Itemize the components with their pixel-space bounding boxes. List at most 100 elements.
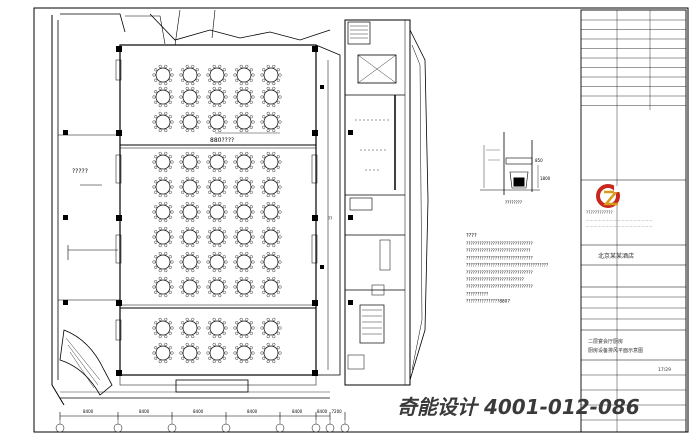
round-table xyxy=(152,276,174,298)
round-table xyxy=(179,86,201,108)
structural-columns xyxy=(63,46,353,376)
round-table xyxy=(206,201,228,223)
round-table xyxy=(179,342,201,364)
axis-bubble xyxy=(275,423,285,433)
company-name: ???????????? xyxy=(586,210,613,215)
round-table xyxy=(179,111,201,133)
round-table xyxy=(233,86,255,108)
round-table xyxy=(206,151,228,173)
round-table xyxy=(152,251,174,273)
axis-bubble xyxy=(325,423,335,433)
round-table xyxy=(206,317,228,339)
round-table xyxy=(152,342,174,364)
svg-text:— — — — — — — — — — — — — — —: — — — — — — — — — — — — — — — — — xyxy=(586,218,652,222)
detail-label: ???????? xyxy=(505,200,522,205)
axis-bubble xyxy=(113,423,123,433)
round-table xyxy=(152,317,174,339)
dimension-value: 8400 xyxy=(317,409,328,414)
round-table xyxy=(206,64,228,86)
round-table xyxy=(206,176,228,198)
round-table xyxy=(233,151,255,173)
svg-text:— — — — — — — — — — — — — — —: — — — — — — — — — — — — — — — — — xyxy=(586,224,652,228)
round-table xyxy=(179,276,201,298)
title-block xyxy=(580,9,687,433)
round-table xyxy=(152,111,174,133)
hall-dimension-label: 880???? xyxy=(210,137,234,144)
round-table xyxy=(260,276,282,298)
note-line: ?????????? xyxy=(466,291,488,296)
round-table xyxy=(233,342,255,364)
round-table xyxy=(233,176,255,198)
dimension-value: 8400 xyxy=(247,409,258,414)
drawing-title-2: 厨房设备排风平面示意图 xyxy=(588,347,643,354)
round-table xyxy=(233,276,255,298)
note-line: ?????????????????????????????? xyxy=(466,284,533,289)
detail-dim-a: 850 xyxy=(535,158,543,163)
axis-bubble xyxy=(221,423,231,433)
axis-bubble xyxy=(340,423,350,433)
watermark: 奇能设计 4001-012-086 xyxy=(397,395,640,419)
round-table xyxy=(179,201,201,223)
notes-block: ???? ???????????????????????????????????… xyxy=(466,233,548,304)
round-table xyxy=(260,317,282,339)
note-line: ????????????????????????????? xyxy=(466,248,530,253)
dimension-value: 8400 xyxy=(292,409,303,414)
round-table xyxy=(152,176,174,198)
detail-dim-b: 1800 xyxy=(540,176,551,181)
note-line: ????????????????????????????????????? xyxy=(466,263,548,268)
round-table xyxy=(233,64,255,86)
dimension-value: 8400 xyxy=(139,409,150,414)
dimension-value: 8400 xyxy=(83,409,94,414)
note-line: ?????????????????????????? xyxy=(466,277,524,282)
round-table xyxy=(260,226,282,248)
stair-top xyxy=(347,21,371,45)
round-table xyxy=(179,226,201,248)
round-table xyxy=(260,201,282,223)
round-table xyxy=(179,64,201,86)
round-table xyxy=(260,86,282,108)
room-label: ????? xyxy=(72,168,88,175)
round-table xyxy=(233,201,255,223)
round-table xyxy=(206,226,228,248)
round-table xyxy=(260,251,282,273)
company-logo xyxy=(596,184,620,208)
round-table xyxy=(233,317,255,339)
round-table xyxy=(152,86,174,108)
round-table xyxy=(179,151,201,173)
note-line: ?????????????????????????????? xyxy=(466,241,533,246)
sheet-border xyxy=(33,7,689,433)
round-table xyxy=(260,151,282,173)
round-table xyxy=(206,111,228,133)
dimension-value: 8400 xyxy=(193,409,204,414)
drawing-number: 17/29 xyxy=(658,367,671,373)
round-table xyxy=(179,176,201,198)
floor-plan xyxy=(51,9,429,406)
notes-heading: ???? xyxy=(466,233,477,239)
detail-section xyxy=(480,132,540,195)
round-table xyxy=(206,276,228,298)
round-table xyxy=(179,317,201,339)
round-table xyxy=(206,86,228,108)
round-table xyxy=(260,176,282,198)
note-line: ?????????????????????????????? xyxy=(466,255,533,260)
round-table xyxy=(152,201,174,223)
banquet-tables xyxy=(152,64,282,364)
round-table xyxy=(179,251,201,273)
round-table xyxy=(233,251,255,273)
stair-bottom xyxy=(359,304,385,344)
round-table xyxy=(260,111,282,133)
axis-bubble xyxy=(311,423,321,433)
drawing-title-1: 二层宴会厅厨房 xyxy=(588,338,623,345)
dimension-line: 8400 8400 8400 8400 8400 8400 7200 xyxy=(55,409,350,433)
axis-bubble xyxy=(55,423,65,433)
project-name: 北京某某酒店 xyxy=(598,252,634,260)
round-table xyxy=(152,226,174,248)
axis-bubble xyxy=(167,423,177,433)
note-line: ???????????????8807 xyxy=(466,299,510,304)
round-table xyxy=(260,64,282,86)
dimension-value: 7200 xyxy=(332,409,343,414)
round-table xyxy=(152,151,174,173)
round-table xyxy=(233,111,255,133)
small-room-label: ?? xyxy=(328,216,332,221)
